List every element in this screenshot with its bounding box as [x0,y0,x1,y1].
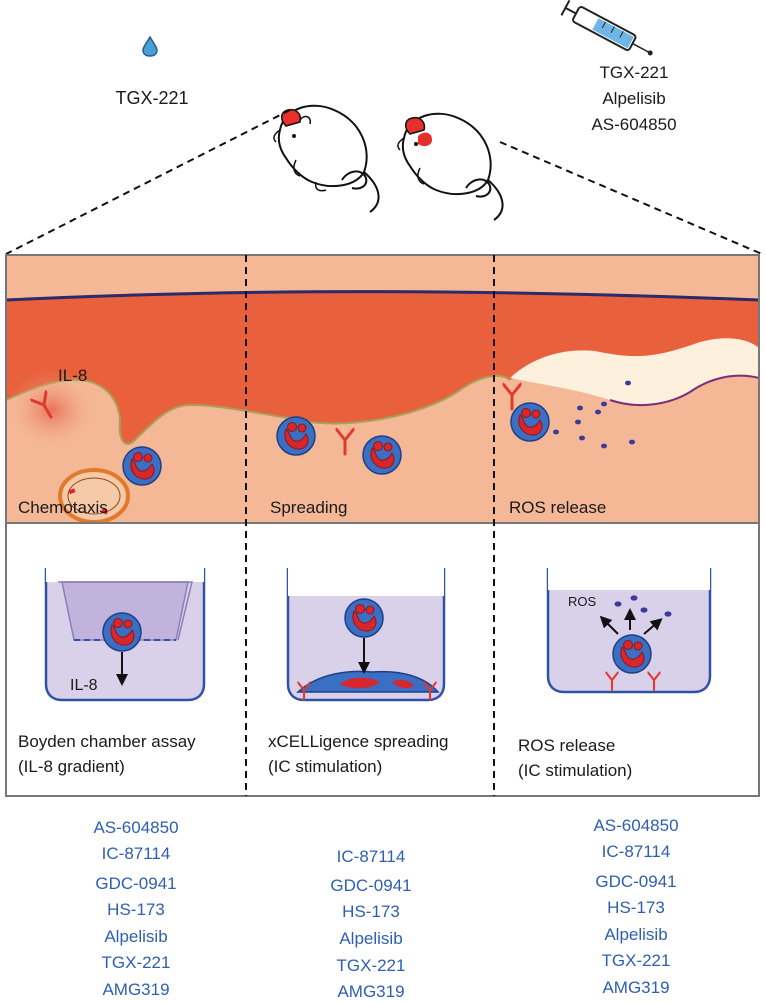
inhibitor-right-1: AS-604850 [593,816,678,835]
inhibitor-right-4: HS-173 [607,898,665,917]
inhibitor-left-3: GDC-0941 [95,874,176,893]
il8-tissue-label: IL-8 [58,366,87,385]
inhibitor-right-3: GDC-0941 [595,872,676,891]
inhibitor-left-6: TGX-221 [102,953,171,972]
xcelligence-well [286,568,446,702]
panel-label-ros: ROS release [509,498,606,517]
main-frame [5,254,760,797]
inhibitor-left-1: AS-604850 [93,818,178,837]
inhibitors-left: AS-604850 IC-87114 GDC-0941 HS-173 Alpel… [93,818,178,999]
mouse-injection-icon [397,112,504,221]
inhibitor-right-7: AMG319 [602,978,669,997]
syringe-icon [560,0,653,56]
inhibitor-center-5: TGX-221 [337,956,406,975]
boyden-title-1: Boyden chamber assay [18,732,196,751]
inhibitor-center-1: IC-87114 [337,847,406,866]
blood-vessel [58,468,130,524]
blister [510,338,759,406]
inhibitors-right: AS-604850 IC-87114 GDC-0941 HS-173 Alpel… [593,816,678,997]
column-dividers [245,255,495,796]
inhibitors-center: IC-87114 GDC-0941 HS-173 Alpelisib TGX-2… [330,847,411,1001]
panel-label-spreading: Spreading [270,498,348,517]
inhibitor-center-6: AMG319 [337,982,404,1001]
inhibitor-right-5: Alpelisib [604,925,667,944]
inhibitor-left-7: AMG319 [102,980,169,999]
boyden-chamber: IL-8 [44,568,206,702]
mouse-drop-icon [273,104,380,213]
injection-drug-3: AS-604850 [591,115,676,134]
inhibitor-left-4: HS-173 [107,900,165,919]
zoom-lines [5,109,763,255]
xcelligence-title-1: xCELLigence spreading [268,732,449,751]
drop-icon [142,35,158,57]
injection-drug-2: Alpelisib [602,89,665,108]
panel-label-chemotaxis: Chemotaxis [18,498,108,517]
inhibitor-center-2: GDC-0941 [330,876,411,895]
xcelligence-title-2: (IC stimulation) [268,757,382,776]
epidermis [6,291,759,444]
tissue-section: IL-8 Chemotaxis Spreading ROS release [5,255,760,524]
inhibitor-center-3: HS-173 [342,902,400,921]
ros-well-label: ROS [568,594,597,609]
ros-well: ROS [546,568,712,694]
inhibitor-left-5: Alpelisib [104,927,167,946]
ros-title-1: ROS release [518,736,615,755]
il8-well-label: IL-8 [70,677,98,694]
ros-title-2: (IC stimulation) [518,761,632,780]
injection-drug-1: TGX-221 [600,63,669,82]
boyden-title-2: (IL-8 gradient) [18,757,125,776]
inhibitor-left-2: IC-87114 [102,844,171,863]
inhibitor-right-2: IC-87114 [602,842,671,861]
inhibitor-right-6: TGX-221 [602,951,671,970]
inhibitor-center-4: Alpelisib [339,929,402,948]
drop-drug-label: TGX-221 [115,88,188,108]
